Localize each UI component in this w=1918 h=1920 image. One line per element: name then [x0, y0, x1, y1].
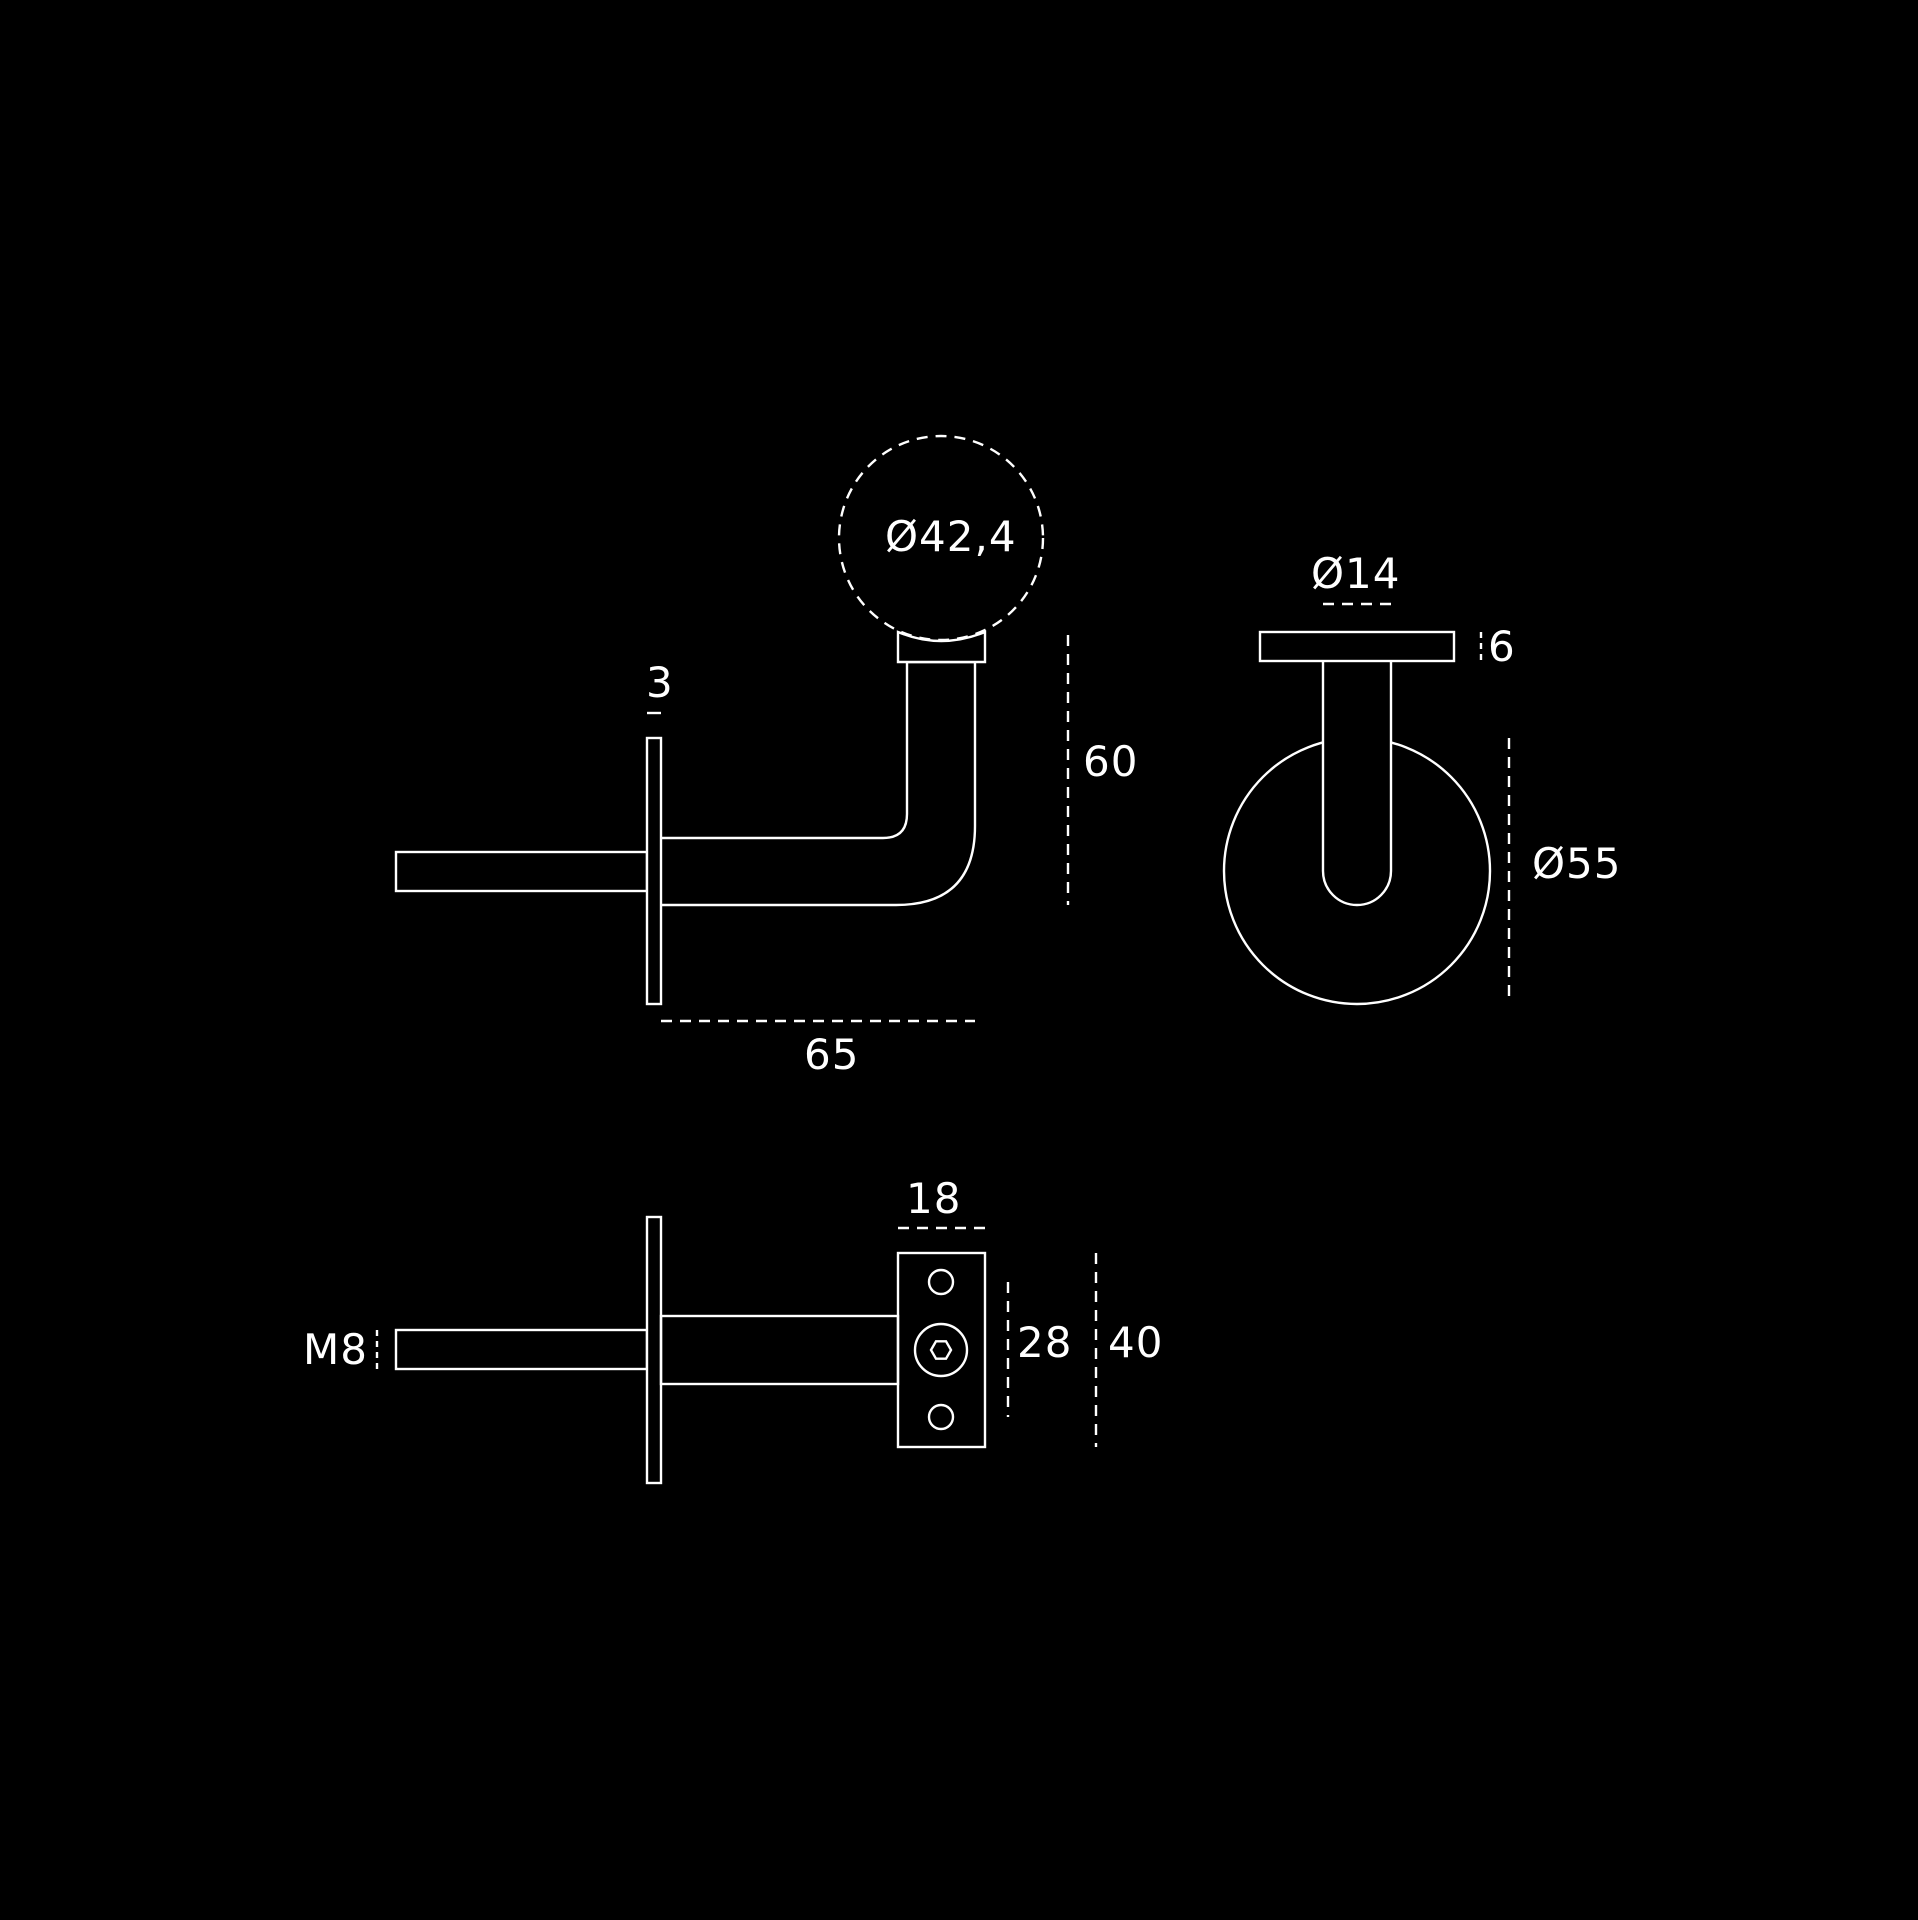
hole-spacing-label: 28 — [1017, 1318, 1072, 1367]
saddle-length-label: 40 — [1108, 1318, 1163, 1367]
flange-thickness-label: 3 — [646, 658, 674, 707]
top-bracket-arm — [659, 1314, 900, 1386]
rosette-diameter-label: Ø55 — [1532, 839, 1622, 888]
side-view: 3 60 65 Ø42,4 — [394, 434, 1138, 1079]
wall-flange — [645, 736, 663, 1006]
bracket-arm — [661, 660, 977, 907]
hex-socket-icon — [929, 1340, 953, 1360]
top-wall-bolt — [394, 1328, 649, 1371]
top-view: M8 18 28 40 — [303, 1174, 1163, 1485]
wall-bolt — [394, 850, 649, 893]
bracket-bar — [1321, 660, 1393, 907]
center-boss — [913, 1322, 969, 1378]
projection-label: 65 — [804, 1030, 859, 1079]
front-saddle-plate — [1258, 630, 1456, 663]
thread-label: M8 — [303, 1325, 368, 1374]
front-view: Ø14 6 Ø55 — [1222, 549, 1622, 1006]
saddle-thickness-label: 6 — [1488, 622, 1516, 671]
handrail-diameter-label: Ø42,4 — [885, 512, 1017, 561]
height-label: 60 — [1083, 737, 1138, 786]
screw-hole-top — [927, 1268, 955, 1296]
saddle-width-label: 18 — [906, 1174, 961, 1223]
saddle-plate — [896, 630, 987, 664]
screw-hole-bottom — [927, 1403, 955, 1431]
top-wall-flange — [645, 1215, 663, 1485]
bar-diameter-label: Ø14 — [1311, 549, 1401, 598]
top-saddle-plate — [896, 1251, 987, 1449]
